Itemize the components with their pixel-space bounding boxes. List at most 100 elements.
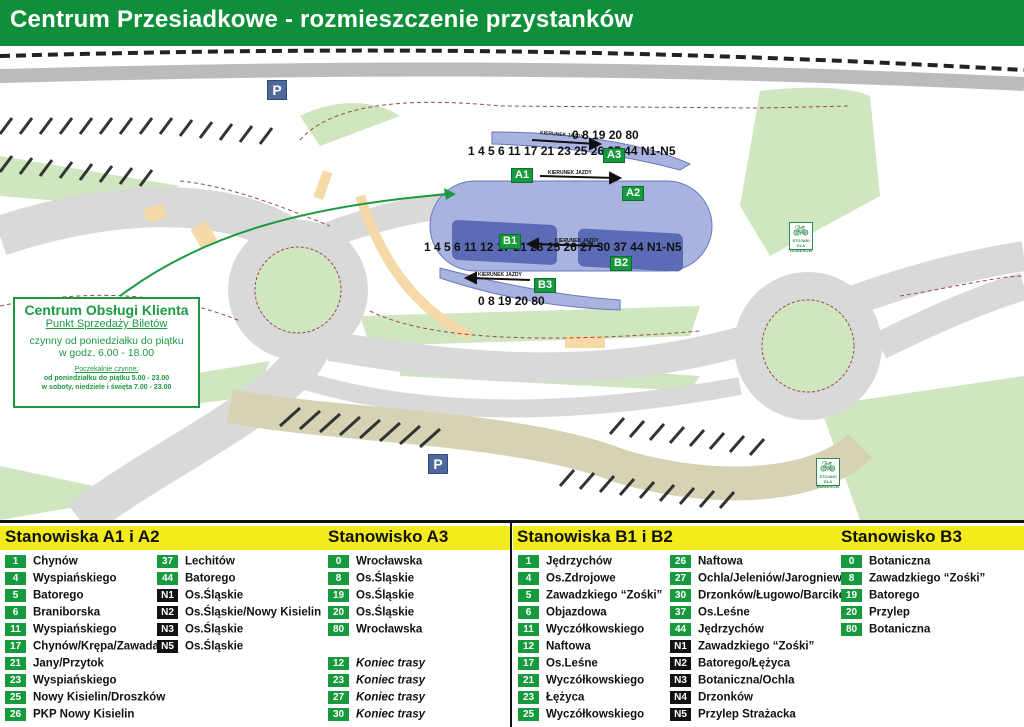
route-badge: 37 bbox=[670, 606, 691, 619]
route-badge: 21 bbox=[5, 657, 26, 670]
header-b3: Stanowisko B3 bbox=[841, 527, 962, 546]
route-destination: Zawadzkiego “Zośki” bbox=[869, 572, 986, 585]
route-destination: Os.Leśne bbox=[546, 657, 598, 670]
route-badge: 5 bbox=[518, 589, 539, 602]
bike-rack-sign: 🚲︎ STOJAKI DLA ROWERÓW bbox=[816, 458, 840, 489]
route-badge: 25 bbox=[5, 691, 26, 704]
night-route-badge: N4 bbox=[670, 691, 691, 704]
opening-hours: w godz. 6.00 - 18.00 bbox=[58, 347, 155, 359]
pointer-line bbox=[119, 193, 451, 297]
stop-a2-label: A2 bbox=[622, 186, 645, 201]
waiting-room-title: Poczekalnie czynne: bbox=[74, 366, 139, 373]
route-row: 8 Zawadzkiego “Zośki” bbox=[841, 572, 985, 588]
night-route-badge: N5 bbox=[670, 708, 691, 721]
legend-header-b: Stanowiska B1 i B2 Stanowisko B3 bbox=[513, 526, 1024, 550]
stop-b1-label: B1 bbox=[499, 234, 522, 249]
bike-rack-sign: 🚲︎ STOJAKI DLA ROWERÓW bbox=[789, 222, 813, 253]
top-road bbox=[0, 62, 1024, 91]
route-destination: Botaniczna/Ochla bbox=[698, 674, 795, 687]
route-destination: Os.Śląskie bbox=[356, 606, 415, 619]
route-badge: 1 bbox=[5, 555, 26, 568]
sidewalk bbox=[313, 170, 333, 200]
route-destination: Koniec trasy bbox=[356, 674, 426, 687]
right-roundabout-island bbox=[761, 299, 855, 393]
night-route-badge: N3 bbox=[157, 623, 178, 636]
route-destination: Wyczółkowskiego bbox=[546, 623, 645, 636]
route-destination: Batorego bbox=[869, 589, 920, 602]
route-badge: 44 bbox=[157, 572, 178, 585]
route-badge: 19 bbox=[841, 589, 862, 602]
grass-area bbox=[820, 376, 1024, 520]
route-destination: Przylep Strażacka bbox=[698, 708, 796, 721]
sidewalk bbox=[143, 203, 167, 223]
footpath bbox=[299, 101, 851, 141]
route-badge: 30 bbox=[328, 708, 349, 721]
route-badge: 27 bbox=[670, 572, 691, 585]
route-row: 44 Batorego bbox=[157, 572, 235, 588]
route-destination: Wyspiańskiego bbox=[33, 623, 117, 636]
route-badge: 20 bbox=[841, 606, 862, 619]
stop-a1-label: A1 bbox=[511, 168, 534, 183]
route-badge: 4 bbox=[518, 572, 539, 585]
night-route-badge: N1 bbox=[157, 589, 178, 602]
routes-a3: 0 8 19 20 80 bbox=[572, 128, 639, 142]
bicycle-icon: 🚲︎ bbox=[792, 223, 810, 238]
parking-sign: P bbox=[428, 454, 448, 474]
route-destination: Jędrzychów bbox=[698, 623, 764, 636]
route-destination: Łężyca bbox=[546, 691, 585, 704]
railway-line bbox=[0, 48, 1024, 72]
route-badge: 8 bbox=[841, 572, 862, 585]
route-destination: Os.Śląskie bbox=[356, 589, 415, 602]
route-badge: 27 bbox=[328, 691, 349, 704]
main-road bbox=[873, 272, 1024, 359]
grass-area bbox=[360, 306, 700, 346]
left-roundabout-island bbox=[254, 246, 342, 334]
parking-stripes bbox=[278, 406, 766, 509]
grass-area bbox=[740, 87, 880, 256]
stop-b2-label: B2 bbox=[610, 256, 633, 271]
route-destination: Koniec trasy bbox=[356, 657, 426, 670]
route-destination: Batorego bbox=[185, 572, 236, 585]
route-destination: Przylep bbox=[869, 606, 910, 619]
route-destination: Wyczółkowskiego bbox=[546, 708, 645, 721]
route-destination: Nowy Kisielin/Droszków bbox=[33, 691, 166, 704]
route-row: 17 Os.Leśne bbox=[518, 657, 598, 673]
route-destination: Ochla/Jeleniów/Jarogniewice bbox=[698, 572, 858, 585]
route-row: 25 Nowy Kisielin/Droszków bbox=[5, 691, 165, 707]
main-road bbox=[287, 367, 742, 418]
parking-sign: P bbox=[267, 80, 287, 100]
route-badge: 17 bbox=[518, 657, 539, 670]
night-route-badge: N2 bbox=[670, 657, 691, 670]
routes-b1b2: 1 4 5 6 11 12 17 21 23 25 26 27 30 37 44… bbox=[424, 240, 682, 254]
customer-service-box: Centrum Obsługi Klienta Punkt Sprzedaży … bbox=[13, 297, 200, 408]
title-bar: Centrum Przesiadkowe - rozmieszczenie pr… bbox=[0, 0, 1024, 46]
route-badge: 23 bbox=[328, 674, 349, 687]
direction-arrows bbox=[463, 137, 623, 285]
routes-b3: 0 8 19 20 80 bbox=[478, 294, 545, 308]
platform-b3 bbox=[439, 267, 621, 311]
